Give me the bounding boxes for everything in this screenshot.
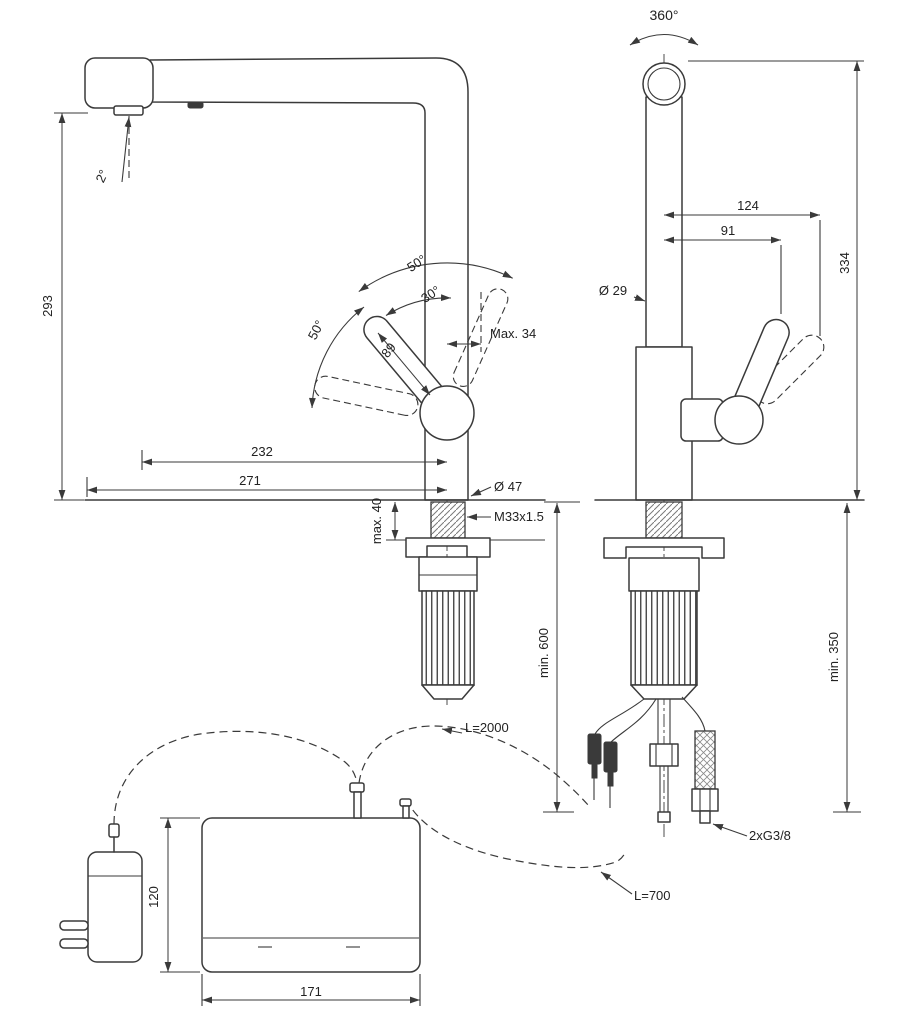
- connector-b-body: [603, 741, 618, 773]
- dim-body-diameter: Ø 47: [494, 479, 522, 494]
- tilt-line: [121, 116, 132, 183]
- adapter-body: [87, 851, 143, 963]
- dim-swivel-range: 360°: [650, 7, 679, 23]
- side-view: 2° 89 50° 30° 50°: [40, 57, 546, 708]
- leader-dia47: [470, 486, 492, 497]
- dim-height-293: 293: [40, 295, 55, 317]
- hose-ribs-side: [421, 590, 475, 686]
- control-box: 120 171: [146, 782, 421, 1006]
- hose-fitting: [691, 788, 719, 812]
- spout-top-circle-outer: [642, 62, 686, 106]
- front-view: 360° 124 91 334 Ø 29: [536, 7, 865, 843]
- plug-pin-1: [59, 920, 89, 931]
- mount-bracket-front: [603, 537, 725, 559]
- power-cord-dashed: [113, 730, 358, 825]
- cable-a: [594, 698, 645, 735]
- hose-ribs-front: [630, 590, 698, 686]
- dim-reach-271: 271: [239, 473, 261, 488]
- dim-column-diameter: Ø 29: [599, 283, 627, 298]
- hose-taper-front: [630, 684, 698, 700]
- dim-thread: M33x1.5: [494, 509, 544, 524]
- leader-l2000: [441, 727, 463, 735]
- dim-lever-arc: 50°: [305, 318, 327, 342]
- dim-hose-clearance: min. 600: [536, 628, 551, 678]
- leader-dia29: [633, 294, 646, 302]
- box-connector-1-cap: [349, 782, 365, 793]
- connector-b-tip: [607, 771, 614, 787]
- spout-top-circle-inner: [647, 67, 681, 101]
- cable-l2000-dashed: [358, 725, 590, 807]
- dim-clearance-below: min. 350: [826, 632, 841, 682]
- dim-hose-connection: 2xG3/8: [749, 828, 791, 843]
- cable-l700-dashed: [405, 798, 626, 869]
- adapter-cord-plug: [108, 823, 120, 838]
- dim-lever-reach: 91: [721, 223, 735, 238]
- thread-shank-side: [430, 501, 466, 539]
- dim-height-334: 334: [837, 252, 852, 274]
- dim-spout-tilt: 2°: [92, 167, 111, 185]
- dim-deck-thickness: max. 40: [369, 498, 384, 544]
- arc-50-left: [309, 306, 365, 409]
- pipe-nut: [649, 743, 679, 767]
- fitting-tip: [699, 810, 711, 824]
- cable-routing: L=2000 L=700: [113, 720, 671, 903]
- power-adapter: [59, 823, 143, 963]
- leader-l700: [600, 871, 633, 895]
- cable-b: [610, 698, 657, 743]
- leader-g38: [712, 823, 748, 837]
- pipe-tip: [657, 811, 671, 823]
- mount-body-side: [418, 556, 478, 592]
- thread-shank-front: [645, 501, 683, 539]
- label-cable-long: L=2000: [465, 720, 509, 735]
- arc-50-top: [358, 262, 513, 293]
- hose-taper-side: [421, 684, 475, 700]
- dim-box-height: 120: [146, 886, 161, 908]
- box-connector-2-cap: [399, 798, 412, 807]
- label-cable-short: L=700: [634, 888, 671, 903]
- spout-head: [84, 57, 154, 109]
- swivel-arrow-arc: [629, 34, 699, 46]
- dim-lever-depth: Max. 34: [490, 326, 536, 341]
- braided-hose: [694, 730, 716, 790]
- sensor-tab: [187, 101, 204, 109]
- dim-lever-reach-max: 124: [737, 198, 759, 213]
- connector-a-tip: [591, 763, 598, 779]
- spout-outline: [149, 57, 469, 501]
- connector-a-body: [587, 733, 602, 765]
- dim-reach-232: 232: [251, 444, 273, 459]
- braided-hose-curve: [681, 696, 706, 732]
- box-connector-2-body: [402, 805, 410, 819]
- aerator: [113, 105, 144, 116]
- box-connector-1-body: [353, 791, 362, 819]
- box-outline: [201, 817, 421, 973]
- lever-ball-side: [419, 385, 475, 441]
- mount-bracket-side: [405, 537, 491, 558]
- dim-line-89: [377, 332, 431, 396]
- lever-ball-front: [714, 395, 764, 445]
- mount-body-front: [628, 557, 700, 592]
- plug-pin-2: [59, 938, 89, 949]
- dim-box-width: 171: [300, 984, 322, 999]
- column-front: [645, 96, 683, 348]
- arc-30: [385, 294, 452, 316]
